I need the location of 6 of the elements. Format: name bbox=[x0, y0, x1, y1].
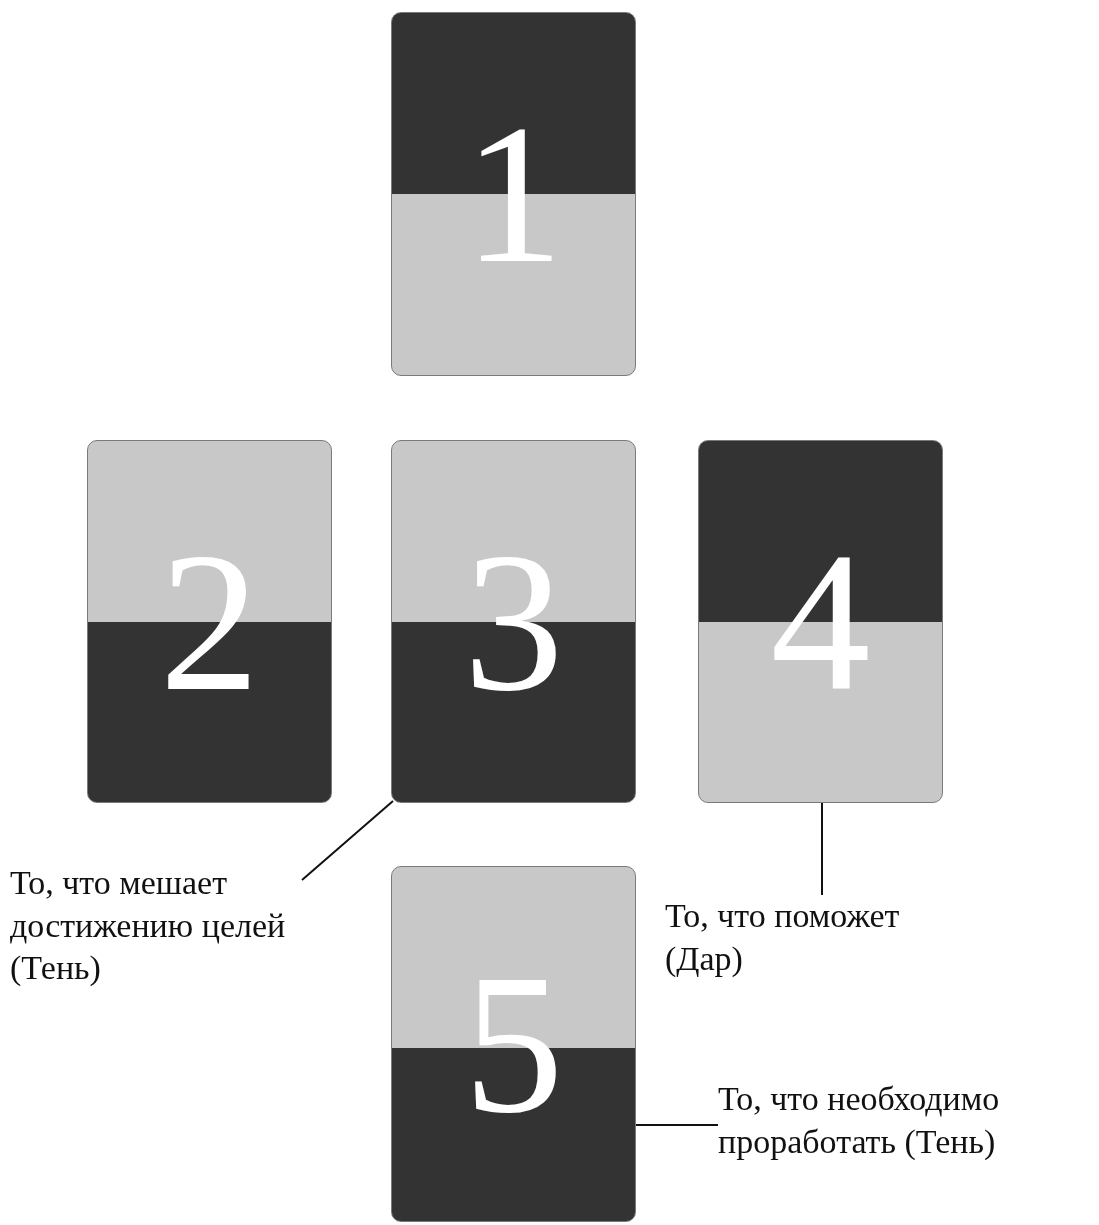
annotation-text: То, что мешает достижению целей (Тень) bbox=[10, 862, 310, 990]
leader-line bbox=[821, 802, 823, 896]
annotation-text: То, что необходимо проработать (Тень) bbox=[718, 1078, 1096, 1163]
leader-line bbox=[635, 1124, 719, 1126]
annotation-text: То, что поможет (Дар) bbox=[665, 895, 915, 980]
leader-line bbox=[301, 800, 394, 881]
